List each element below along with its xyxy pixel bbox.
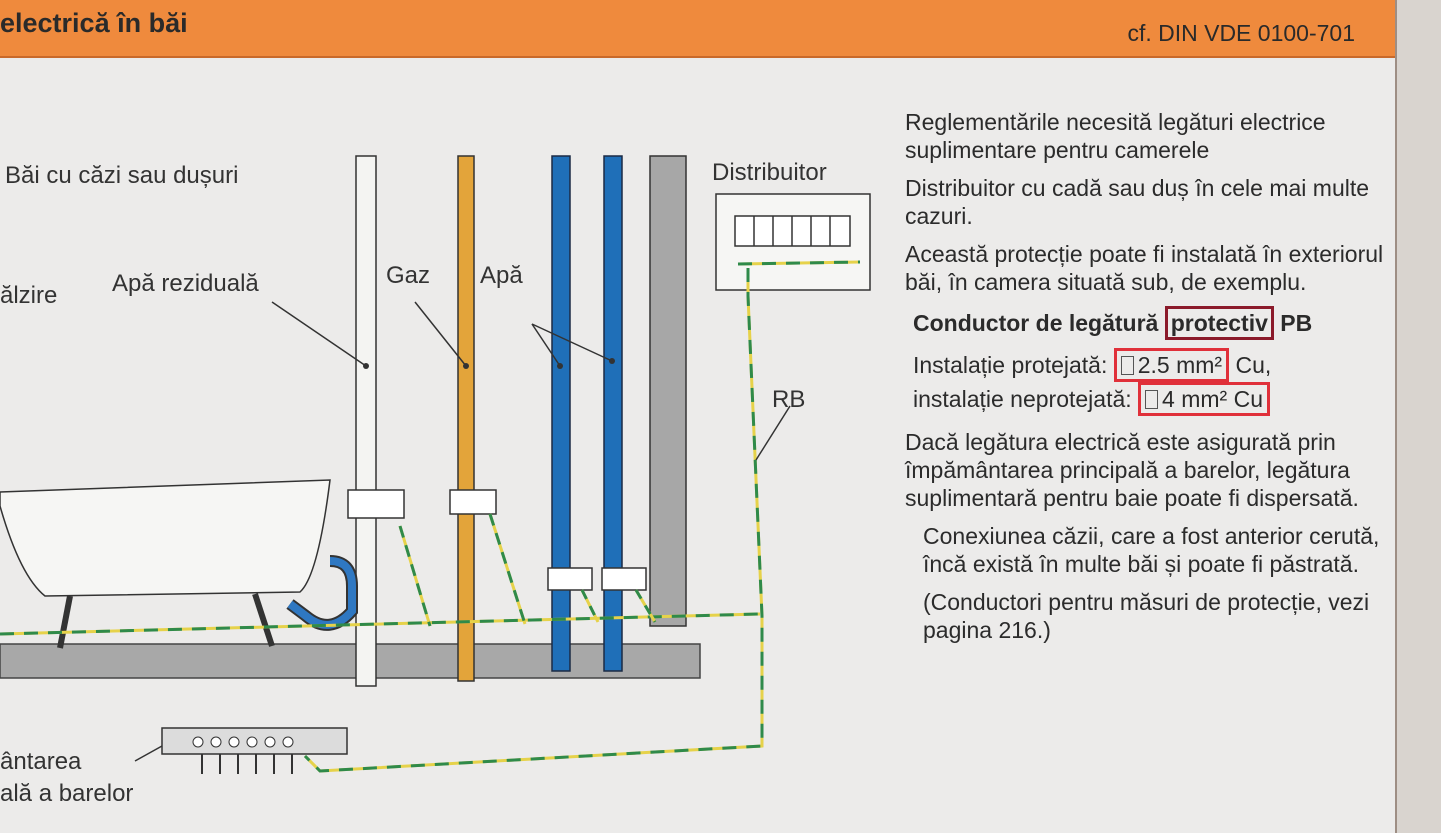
label-impamantare-1: ântarea: [0, 748, 82, 775]
paragraph-5: Dacă legătura electrică este asigurată p…: [905, 429, 1359, 511]
paragraph-3: Această protecție poate fi instalată în …: [905, 241, 1384, 295]
paragraph-2: Distribuitor cu cadă sau duș în cele mai…: [905, 175, 1370, 229]
heading-pre: Conductor de legătură: [913, 310, 1165, 336]
unknown-symbol-icon: [1120, 356, 1134, 375]
spec-line-2: instalație neprotejată: 4 mm² Cu: [913, 382, 1390, 416]
spec-2-pre: instalație neprotejată:: [913, 386, 1139, 412]
label-bai: Băi cu căzi sau dușuri: [5, 162, 239, 189]
label-apa-reziduala: Apă reziduală: [112, 270, 259, 297]
floor-slab: [0, 643, 701, 679]
spec-1-value: 2.5 mm²: [1137, 352, 1223, 378]
bathtub: [0, 479, 331, 597]
spec-2-highlight: 4 mm² Cu: [1138, 382, 1270, 416]
header-title: electrică în băi: [0, 8, 188, 38]
spec-1-post: Cu,: [1229, 352, 1272, 378]
text-panel: Reglementările necesită legături electri…: [905, 108, 1390, 654]
label-rb: RB: [772, 386, 806, 413]
grey-column: [649, 155, 687, 627]
waste-pipe: [355, 155, 377, 687]
paragraph-6: Conexiunea căzii, care a fost anterior c…: [923, 523, 1380, 577]
conductor-heading: Conductor de legătură protectiv PB: [913, 306, 1390, 340]
spec-1-pre: Instalație protejată:: [913, 352, 1114, 378]
water-pipe-2: [603, 155, 623, 672]
spec-line-1: Instalație protejată: 2.5 mm² Cu,: [913, 348, 1390, 382]
page-header: electrică în băi cf. DIN VDE 0100-701: [0, 0, 1395, 58]
label-incalzire: ălzire: [0, 282, 58, 309]
heading-post: PB: [1273, 310, 1313, 336]
label-apa: Apă: [480, 262, 523, 289]
ground-floor-line: [0, 612, 761, 636]
page-edge: [1395, 0, 1441, 833]
water-pipe-1: [551, 155, 571, 672]
header-reference: cf. DIN VDE 0100-701: [1127, 20, 1355, 46]
heading-highlight: protectiv: [1164, 306, 1274, 340]
clamp-water-2: [601, 567, 647, 591]
unknown-symbol-icon: [1145, 390, 1159, 409]
label-impamantare-2: ală a barelor: [0, 780, 134, 807]
clamp-waste: [347, 489, 405, 519]
spec-2-value: 4 mm² Cu: [1162, 386, 1263, 412]
label-distribuitor: Distribuitor: [712, 159, 827, 186]
gas-pipe: [457, 155, 475, 682]
paragraph-1: Reglementările necesită legături electri…: [905, 109, 1326, 163]
paragraph-7: (Conductori pentru măsuri de protecție, …: [923, 589, 1370, 643]
clamp-water-1: [547, 567, 593, 591]
spec-1-highlight: 2.5 mm²: [1113, 348, 1230, 382]
clamp-gas: [449, 489, 497, 515]
diagram-svg: [0, 155, 871, 774]
bathroom-diagram: Băi cu căzi sau dușuri ălzire Apă rezidu…: [0, 56, 900, 833]
label-gaz: Gaz: [386, 262, 431, 289]
